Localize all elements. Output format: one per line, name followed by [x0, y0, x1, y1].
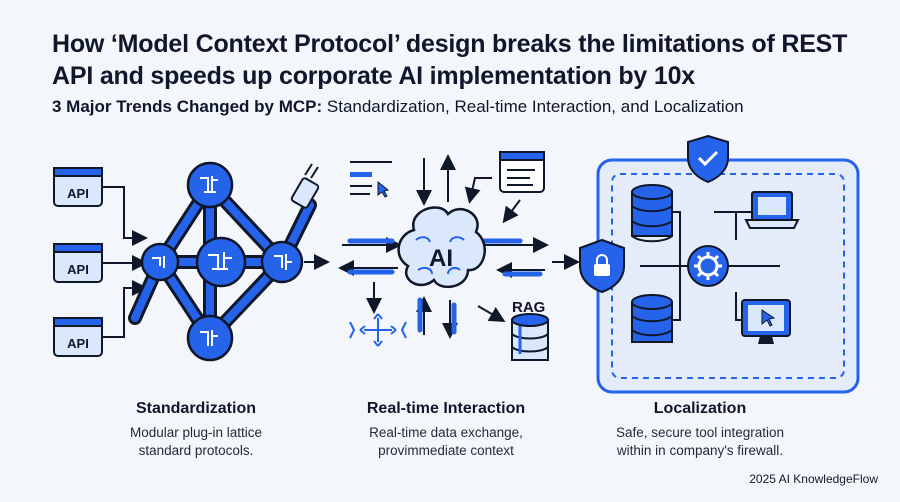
- plug-icon: [290, 163, 320, 209]
- lattice-node-right: [260, 240, 304, 284]
- localization-caption: Localization Safe, secure tool integrati…: [570, 400, 830, 460]
- rag-database-icon: RAG: [511, 299, 549, 361]
- ai-brain-icon: AI: [397, 206, 486, 289]
- api-label-3: API: [67, 336, 89, 351]
- rag-label: RAG: [512, 299, 545, 316]
- data-list-icon: [350, 161, 392, 198]
- realtime-desc-line1: Real-time data exchange,: [369, 425, 523, 440]
- api-label-2: API: [67, 262, 89, 277]
- spread-arrows-icon: [349, 313, 407, 347]
- lattice-node-bottom: [186, 314, 234, 362]
- window-icon: [499, 151, 545, 193]
- localization-desc-line1: Safe, secure tool integration: [615, 425, 785, 440]
- lattice-node-top: [186, 161, 234, 209]
- lattice-node-left: [140, 242, 180, 282]
- api-connector-arrows: [102, 186, 148, 338]
- lock-shield-icon: [579, 238, 625, 294]
- localization-panel: [579, 134, 860, 394]
- localization-desc-line2: within in company's firewall.: [616, 443, 784, 458]
- monitor-icon: [741, 299, 791, 344]
- subtitle-trends: Standardization, Real-time Interaction, …: [322, 97, 744, 116]
- realtime-caption: Real-time Interaction Real-time data exc…: [316, 400, 576, 460]
- lattice-node-center: [195, 236, 247, 288]
- standardization-desc-line2: standard protocols.: [138, 443, 254, 458]
- realtime-title: Real-time Interaction: [366, 400, 526, 417]
- standardization-title: Standardization: [135, 400, 256, 417]
- realtime-panel: AI RAG: [338, 151, 580, 361]
- api-box-1: API: [53, 167, 103, 207]
- footer-credit: 2025 AI KnowledgeFlow: [749, 472, 878, 486]
- standardization-caption: Standardization Modular plug-in lattice s…: [66, 400, 326, 460]
- flow-arrow-highlights: [347, 238, 543, 335]
- database-icon-top: [631, 184, 673, 243]
- page-subtitle: 3 Major Trends Changed by MCP: Standardi…: [52, 96, 872, 118]
- standardization-desc-line1: Modular plug-in lattice: [129, 425, 263, 440]
- api-label-1: API: [67, 186, 89, 201]
- ai-label: AI: [429, 245, 453, 272]
- shield-check-icon: [687, 134, 729, 184]
- laptop-icon: [744, 191, 800, 229]
- page-title: How ‘Model Context Protocol’ design brea…: [52, 30, 848, 90]
- subtitle-lead: 3 Major Trends Changed by MCP:: [52, 97, 323, 116]
- api-box-2: API: [53, 243, 103, 283]
- realtime-desc-line2: provimmediate context: [378, 443, 514, 458]
- localization-title: Localization: [653, 400, 747, 417]
- gear-icon: [687, 245, 729, 287]
- database-icon-bottom: [631, 294, 673, 343]
- mcp-diagram: API API API: [53, 134, 860, 394]
- api-box-3: API: [53, 317, 103, 357]
- standardization-panel: API API API: [53, 161, 330, 362]
- internal-links: [640, 211, 780, 321]
